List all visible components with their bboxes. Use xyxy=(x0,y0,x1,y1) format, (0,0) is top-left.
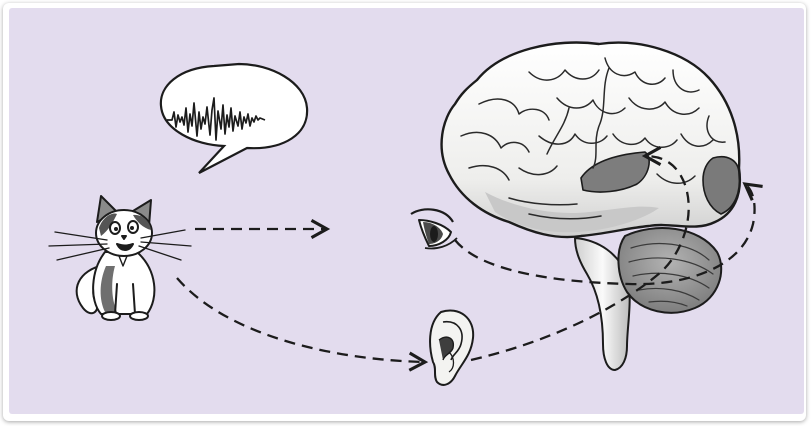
speech-bubble-icon xyxy=(159,62,309,174)
cat-icon xyxy=(48,195,192,321)
cerebellum xyxy=(617,227,723,314)
sound-waveform-icon xyxy=(167,97,266,141)
eye-to-visual-cortex-arrow xyxy=(454,182,763,286)
ear-to-auditory-cortex-arrow xyxy=(470,146,690,362)
pathways xyxy=(176,146,763,372)
ear-icon xyxy=(429,309,475,386)
perception-diagram xyxy=(9,8,804,414)
figure-frame xyxy=(3,3,806,421)
visual-cortex xyxy=(702,156,741,215)
brain-icon xyxy=(440,41,742,371)
eye-icon xyxy=(410,208,458,250)
figure-panel xyxy=(9,8,804,414)
auditory-cortex xyxy=(580,151,650,193)
cat-to-ear-arrow xyxy=(176,277,429,372)
